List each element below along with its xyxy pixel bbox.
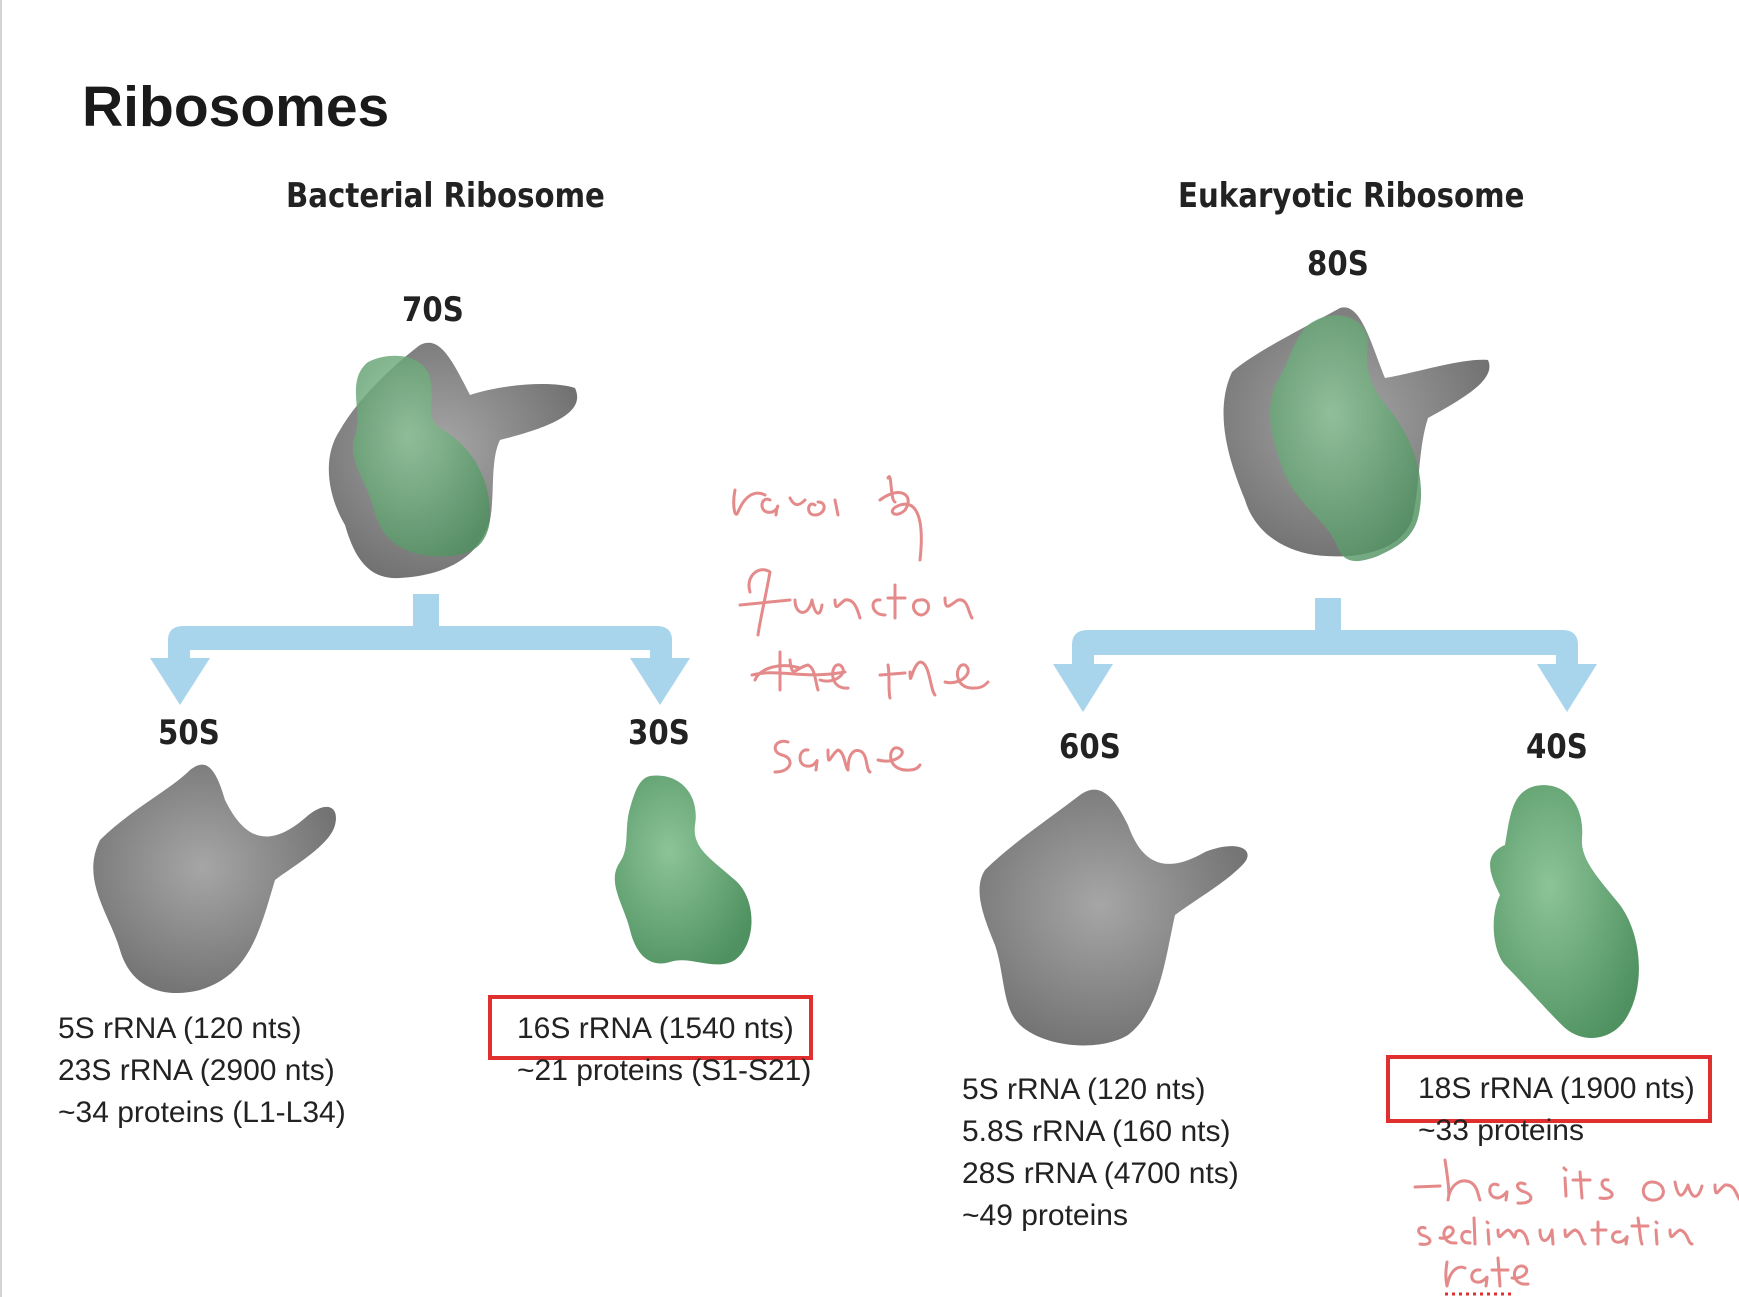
component-line: ~33 proteins <box>1418 1114 1584 1147</box>
eukaryotic-60s-shape <box>979 789 1248 1046</box>
eukaryotic-large-label: 60S <box>1059 727 1121 767</box>
handwritten-note-right-strokes <box>1413 1158 1739 1288</box>
highlight-box-16s <box>488 995 813 1060</box>
component-line: ~49 proteins <box>962 1199 1128 1232</box>
eukaryotic-small-components: 18S rRNA (1900 nts) ~33 proteins <box>1418 1068 1695 1152</box>
component-line: ~21 proteins (S1-S21) <box>517 1054 812 1087</box>
highlighted-component: 18S rRNA (1900 nts) <box>1418 1072 1695 1105</box>
bacterial-small-components: 16S rRNA (1540 nts) ~21 proteins (S1-S21… <box>517 1008 811 1092</box>
component-line: 5S rRNA (120 nts) <box>962 1073 1206 1106</box>
eukaryotic-whole-label: 80S <box>1307 244 1369 284</box>
component-line: ~34 proteins (L1-L34) <box>58 1096 346 1129</box>
page-title: Ribosomes <box>82 75 390 139</box>
bacterial-30s-shape <box>614 775 752 965</box>
component-line: 5.8S rRNA (160 nts) <box>962 1115 1231 1148</box>
page-left-border <box>0 0 2 1297</box>
eukaryotic-large-components: 5S rRNA (120 nts) 5.8S rRNA (160 nts) 28… <box>962 1069 1239 1237</box>
bacterial-large-components: 5S rRNA (120 nts) 23S rRNA (2900 nts) ~3… <box>58 1008 346 1134</box>
small-subunit-shape <box>352 355 491 557</box>
component-line: 5S rRNA (120 nts) <box>58 1012 302 1045</box>
eukaryotic-40s-shape <box>1490 785 1639 1038</box>
highlighted-component: 16S rRNA (1540 nts) <box>517 1012 794 1045</box>
bacterial-whole-label: 70S <box>402 290 464 330</box>
bacterial-small-label: 30S <box>628 713 690 753</box>
handwritten-note-middle-strokes <box>732 475 990 774</box>
ribosome-80s-shape <box>1223 307 1490 562</box>
eukaryotic-small-label: 40S <box>1526 727 1588 767</box>
component-line: 23S rRNA (2900 nts) <box>58 1054 335 1087</box>
eukaryotic-heading: Eukaryotic Ribosome <box>1178 176 1525 216</box>
highlight-box-18s <box>1386 1055 1712 1123</box>
component-line: 28S rRNA (4700 nts) <box>962 1157 1239 1190</box>
eukaryotic-split-arrow <box>1053 598 1597 712</box>
bacterial-50s-shape <box>93 764 336 994</box>
small-subunit-shape <box>1270 315 1422 562</box>
ribosome-70s-shape <box>328 342 578 579</box>
bacterial-split-arrow <box>150 594 690 705</box>
bacterial-large-label: 50S <box>158 713 220 753</box>
bacterial-heading: Bacterial Ribosome <box>286 176 605 216</box>
